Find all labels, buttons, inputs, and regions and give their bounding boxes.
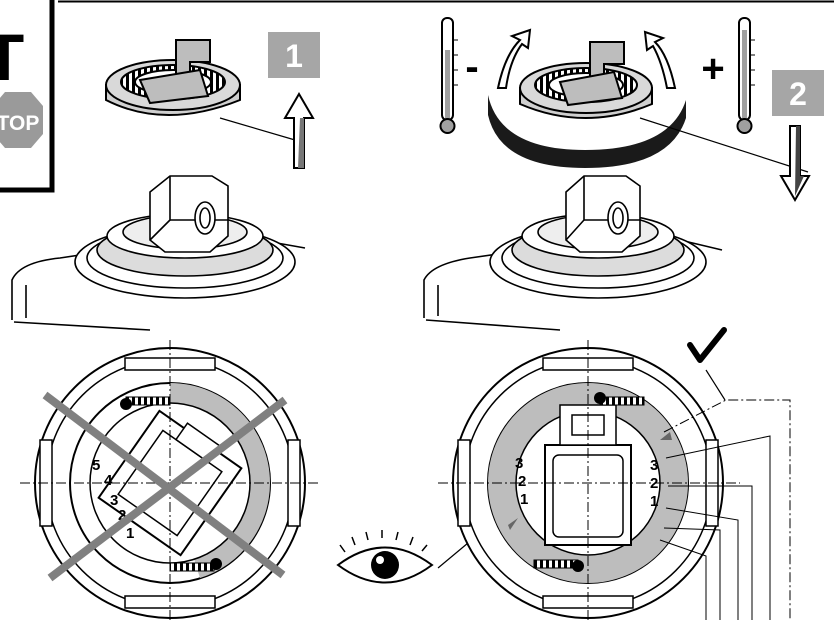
- scale-number: 3: [515, 455, 523, 472]
- up-arrow-icon: [283, 92, 315, 169]
- scale-number: 4: [104, 472, 113, 489]
- checkmark-icon: [687, 327, 727, 363]
- scale-number: 2: [118, 507, 126, 524]
- scale-number: 1: [650, 493, 658, 510]
- stop-label: TOP: [0, 112, 39, 135]
- scale-number: 3: [110, 492, 118, 509]
- scale-number: 1: [520, 491, 528, 508]
- down-arrow-icon: [779, 125, 811, 202]
- step-2-number: 2: [789, 76, 807, 112]
- warning-box: T TOP: [0, 0, 55, 193]
- step-2-badge: 2: [772, 70, 824, 116]
- title-fragment: T: [0, 20, 24, 94]
- plus-sign: +: [701, 47, 724, 91]
- adapter-ring-left: [105, 39, 241, 116]
- thermometer-icon: [736, 17, 755, 134]
- thermostat-base-left: [11, 175, 306, 331]
- step-1-badge: 1: [268, 32, 320, 78]
- scale-number: 2: [518, 473, 526, 490]
- scale-number: 1: [126, 525, 134, 542]
- scale-number: 3: [650, 457, 658, 474]
- left-dial: 5 4 3 2 1: [20, 340, 320, 620]
- stop-sign-icon: TOP: [0, 92, 43, 148]
- leader-lines: [659, 399, 791, 620]
- thermometer-icon: [439, 17, 458, 134]
- minus-sign: -: [465, 45, 478, 89]
- right-dial: 3 2 1 3 2 1: [438, 340, 740, 620]
- incorrect-cross: [42, 391, 288, 582]
- scale-number: 5: [92, 457, 100, 474]
- thermostat-base-right: [423, 175, 723, 331]
- adapter-ring-right: [519, 41, 653, 119]
- step-1-number: 1: [285, 38, 303, 74]
- rotate-arrows-icon: [488, 28, 686, 168]
